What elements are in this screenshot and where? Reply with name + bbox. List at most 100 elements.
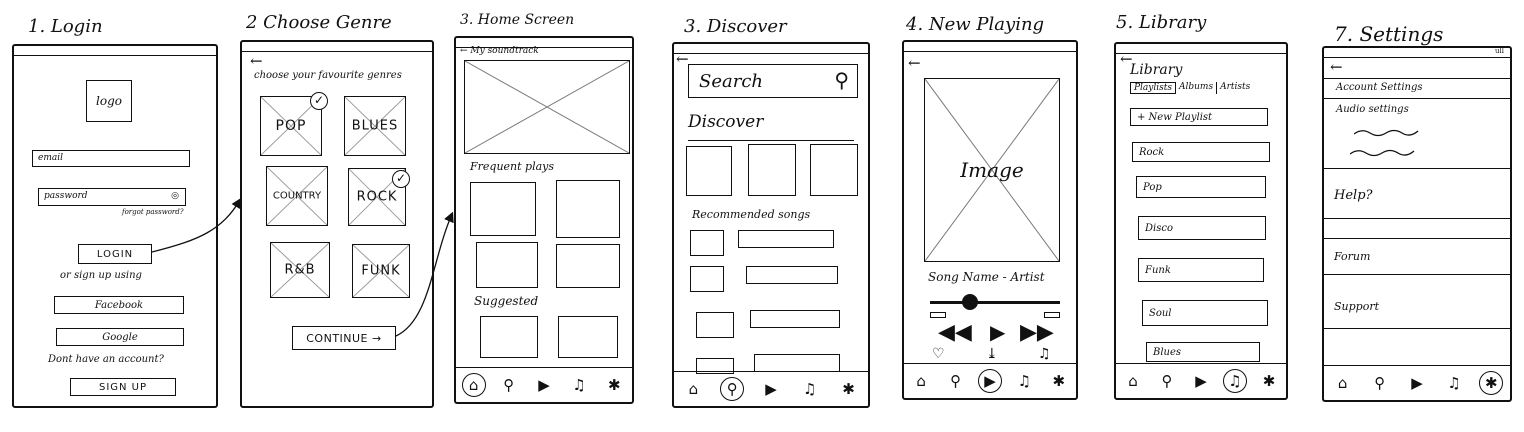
search-icon[interactable]: ⚲	[1374, 374, 1386, 392]
search-icon[interactable]: ⚲	[834, 68, 849, 92]
home-icon[interactable]: ⌂	[916, 372, 926, 390]
google-button[interactable]: Google	[56, 328, 184, 346]
progress-handle[interactable]	[962, 294, 978, 310]
suggested-tile[interactable]	[558, 316, 618, 358]
genre-tile-blues[interactable]: BLUES	[344, 96, 406, 156]
download-icon[interactable]: ⤓	[986, 346, 998, 362]
frequent-tile[interactable]	[556, 180, 620, 238]
genre-tile-rnb[interactable]: R&B	[270, 242, 330, 298]
headphones-icon[interactable]: ♫	[1038, 346, 1051, 362]
heart-icon[interactable]: ♡	[932, 346, 945, 362]
home-header-label: My soundtrack	[470, 46, 539, 56]
check-icon: ✓	[392, 170, 410, 188]
search-icon[interactable]: ⚲	[1161, 372, 1173, 390]
search-input[interactable]: Search ⚲	[688, 64, 858, 98]
home-icon[interactable]: ⌂	[1128, 372, 1138, 390]
progress-track[interactable]	[930, 301, 1060, 304]
song-art[interactable]	[696, 358, 734, 374]
play-icon[interactable]: ▶	[765, 380, 777, 398]
gear-icon[interactable]: ✱	[608, 376, 621, 394]
sign-up-button[interactable]: SIGN UP	[70, 378, 176, 396]
back-arrow-icon[interactable]: ←	[250, 52, 263, 70]
home-icon[interactable]: ⌂	[1337, 374, 1348, 392]
forgot-password-link[interactable]: forgot password?	[122, 208, 184, 216]
playlist-item[interactable]: Disco	[1138, 216, 1266, 240]
genre-tile-funk[interactable]: FUNK	[352, 244, 410, 298]
play-icon[interactable]: ▶	[1195, 372, 1207, 390]
discover-tile[interactable]	[748, 144, 796, 196]
search-icon[interactable]: ⚲	[950, 372, 962, 390]
back-arrow-icon[interactable]: ←	[908, 54, 921, 72]
rewind-icon[interactable]: ◀◀	[938, 320, 972, 345]
new-playlist-button[interactable]: + New Playlist	[1130, 108, 1268, 126]
search-icon[interactable]: ⚲	[720, 377, 745, 401]
playlist-item[interactable]: Funk	[1138, 258, 1264, 282]
home-icon[interactable]: ⌂	[461, 373, 486, 397]
back-arrow-icon[interactable]: ←	[676, 50, 689, 68]
back-arrow-icon[interactable]: ←	[1330, 58, 1343, 76]
bottom-nav: ⌂ ⚲ ▶ ♫ ✱	[1324, 365, 1510, 400]
gear-icon[interactable]: ✱	[842, 380, 855, 398]
discover-tile[interactable]	[686, 146, 732, 196]
song-bar[interactable]	[754, 354, 840, 372]
play-icon[interactable]: ▶	[1411, 374, 1423, 392]
eye-icon[interactable]: ◎	[171, 191, 179, 201]
play-icon[interactable]: ▶	[538, 376, 550, 394]
settings-row-account[interactable]: Account Settings	[1336, 82, 1423, 93]
playlist-item[interactable]: Rock	[1132, 142, 1270, 162]
playlist-item[interactable]: Blues	[1146, 342, 1260, 362]
play-icon[interactable]: ▶	[990, 320, 1006, 344]
suggested-heading: Suggested	[474, 294, 539, 308]
login-screen: logo email password ◎ forgot password? L…	[12, 44, 218, 408]
back-arrow-icon[interactable]: ←	[1120, 50, 1133, 68]
gear-icon[interactable]: ✱	[1479, 371, 1504, 395]
frequent-tile[interactable]	[556, 244, 620, 288]
tab-albums[interactable]: Albums	[1176, 82, 1218, 94]
email-field[interactable]: email	[32, 150, 190, 167]
fast-forward-icon[interactable]: ▶▶	[1020, 320, 1054, 345]
genre-tile-rock[interactable]: ROCK	[348, 168, 406, 226]
song-art[interactable]	[690, 266, 724, 292]
hero-image[interactable]	[464, 60, 630, 154]
search-icon[interactable]: ⚲	[503, 376, 515, 394]
settings-row-support[interactable]: Support	[1334, 300, 1380, 313]
home-header[interactable]: ← My soundtrack	[460, 46, 539, 56]
genre-tile-country[interactable]: COUNTRY	[266, 166, 328, 226]
frequent-tile[interactable]	[476, 242, 538, 288]
back-arrow-icon[interactable]: ←	[460, 46, 471, 56]
discover-screen: ← Search ⚲ Discover Recommended songs ⌂ …	[672, 42, 870, 408]
frequent-plays-heading: Frequent plays	[470, 160, 555, 173]
genre-label: BLUES	[351, 118, 399, 134]
gear-icon[interactable]: ✱	[1262, 372, 1276, 390]
playlist-item[interactable]: Pop	[1136, 176, 1266, 198]
headphones-icon[interactable]: ♫	[572, 376, 586, 394]
settings-row-help[interactable]: Help?	[1334, 188, 1373, 203]
tab-artists[interactable]: Artists	[1220, 82, 1251, 92]
settings-row-forum[interactable]: Forum	[1334, 250, 1371, 263]
suggested-tile[interactable]	[480, 316, 538, 358]
gear-icon[interactable]: ✱	[1052, 372, 1066, 390]
continue-button[interactable]: CONTINUE →	[292, 326, 396, 350]
song-art[interactable]	[690, 230, 724, 256]
discover-tile[interactable]	[810, 144, 858, 196]
password-field[interactable]: password ◎	[38, 188, 186, 206]
title-now-playing: 4. New Playing	[906, 14, 1045, 35]
title-login: 1. Login	[28, 16, 103, 37]
song-bar[interactable]	[746, 266, 838, 284]
playlist-item[interactable]: Soul	[1142, 300, 1268, 326]
headphones-icon[interactable]: ♫	[803, 380, 817, 398]
play-icon[interactable]: ▶	[977, 369, 1002, 393]
headphones-icon[interactable]: ♫	[1017, 372, 1032, 390]
facebook-button[interactable]: Facebook	[54, 296, 184, 314]
song-bar[interactable]	[738, 230, 834, 248]
tab-playlists[interactable]: Playlists	[1130, 82, 1176, 94]
song-bar[interactable]	[750, 310, 840, 328]
settings-row-audio[interactable]: Audio settings	[1336, 104, 1409, 115]
genre-tile-pop[interactable]: POP	[260, 96, 322, 156]
headphones-icon[interactable]: ♫	[1223, 369, 1247, 393]
home-icon[interactable]: ⌂	[688, 380, 699, 398]
frequent-tile[interactable]	[470, 182, 536, 236]
headphones-icon[interactable]: ♫	[1447, 374, 1461, 392]
login-button[interactable]: LOGIN	[78, 244, 152, 264]
song-art[interactable]	[696, 312, 734, 338]
